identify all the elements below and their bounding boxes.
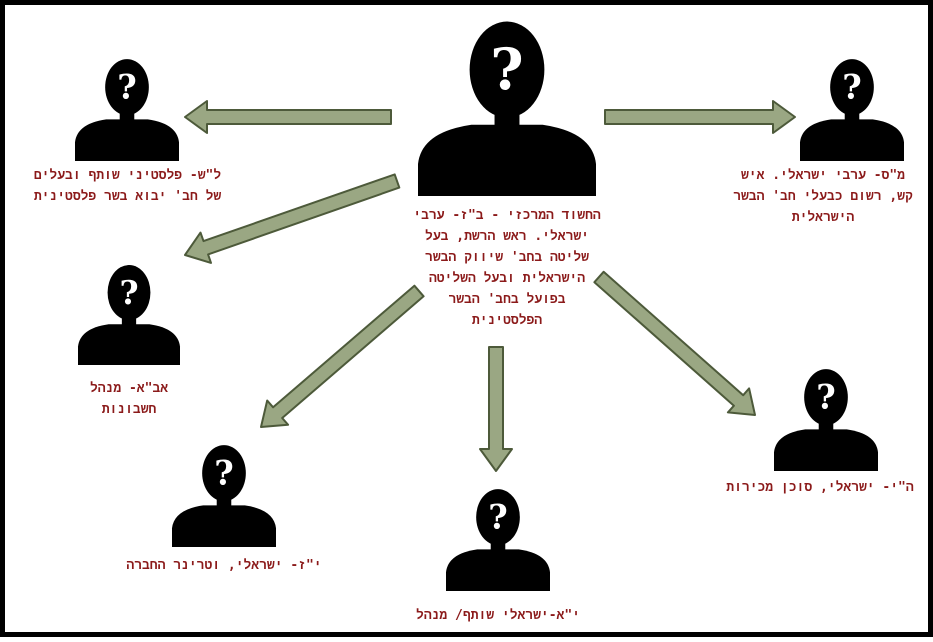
svg-text:?: ?: [119, 273, 138, 312]
arrow-to-ms: [604, 100, 796, 134]
hy-node: ?: [771, 367, 881, 471]
person-silhouette-question-icon: ?: [172, 445, 276, 547]
caption-line: של חב' יבוא בשר פלסטינית: [33, 189, 222, 204]
svg-text:?: ?: [816, 378, 836, 417]
caption-line: שליטה בחב' שיווק הבשר: [425, 250, 589, 265]
caption-line: אב"א- מנהל: [89, 381, 169, 396]
svg-text:?: ?: [490, 37, 523, 103]
caption-line: י"ז- ישראלי, וטרינר החברה: [126, 558, 322, 573]
person-silhouette-question-icon: ?: [75, 59, 179, 161]
ya-caption: י"א-ישראלי שותף/ מנהל: [388, 605, 608, 626]
ls-caption: ל"ש- פלסטיני שותף ובעלים של חב' יבוא בשר…: [15, 165, 240, 207]
arrow-to-hy: [593, 270, 756, 416]
person-silhouette-question-icon: ?: [78, 265, 180, 365]
caption-line: בפועל בחב' הבשר: [448, 292, 566, 307]
svg-text:?: ?: [214, 454, 234, 493]
person-silhouette-question-icon: ?: [774, 369, 878, 471]
yz-caption: י"ז- ישראלי, וטרינר החברה: [109, 555, 339, 576]
yz-node: ?: [169, 443, 279, 547]
svg-text:?: ?: [488, 498, 508, 537]
person-silhouette-question-icon: ?: [800, 59, 904, 161]
caption-line: הישראלית ובעל השליטה: [428, 271, 586, 286]
arrow-to-ya: [479, 346, 513, 472]
svg-text:?: ?: [117, 68, 137, 107]
central-suspect-caption: החשוד המרכזי - ב"ז- ערבי ישראלי. ראש הרש…: [407, 205, 607, 331]
aba-node: ?: [75, 263, 183, 365]
caption-line: הישראלית: [791, 210, 855, 225]
arrows-layer: [184, 100, 796, 472]
caption-line: ל"ש- פלסטיני שותף ובעלים: [33, 168, 222, 183]
ya-node: ?: [443, 487, 553, 591]
ls-node: ?: [71, 57, 183, 161]
caption-line: מ"ס- ערבי ישראלי. איש: [741, 168, 905, 183]
aba-caption: אב"א- מנהל חשבונות: [59, 378, 199, 420]
ms-node: ?: [797, 57, 907, 161]
caption-line: קש, רשום כבעלי חב' הבשר: [733, 189, 913, 204]
caption-line: י"א-ישראלי שותף/ מנהל: [416, 608, 580, 623]
ms-caption: מ"ס- ערבי ישראלי. איש קש, רשום כבעלי חב'…: [723, 165, 923, 228]
person-silhouette-question-icon: ?: [446, 489, 550, 591]
arrow-to-ls: [184, 100, 392, 134]
svg-text:?: ?: [842, 68, 862, 107]
central-suspect-node: ?: [409, 18, 605, 196]
arrow-to-aba: [184, 173, 401, 264]
person-silhouette-question-icon: ?: [418, 21, 596, 196]
caption-line: ישראלי. ראש הרשת, בעל: [425, 229, 589, 244]
hy-caption: ה"י- ישראלי, סוכן מכירות: [710, 477, 930, 498]
caption-line: חשבונות: [101, 402, 157, 417]
caption-line: ה"י- ישראלי, סוכן מכירות: [726, 480, 914, 495]
caption-line: הפלסטינית: [471, 313, 543, 328]
arrow-to-yz: [260, 284, 425, 428]
caption-line: החשוד המרכזי - ב"ז- ערבי: [413, 208, 601, 223]
